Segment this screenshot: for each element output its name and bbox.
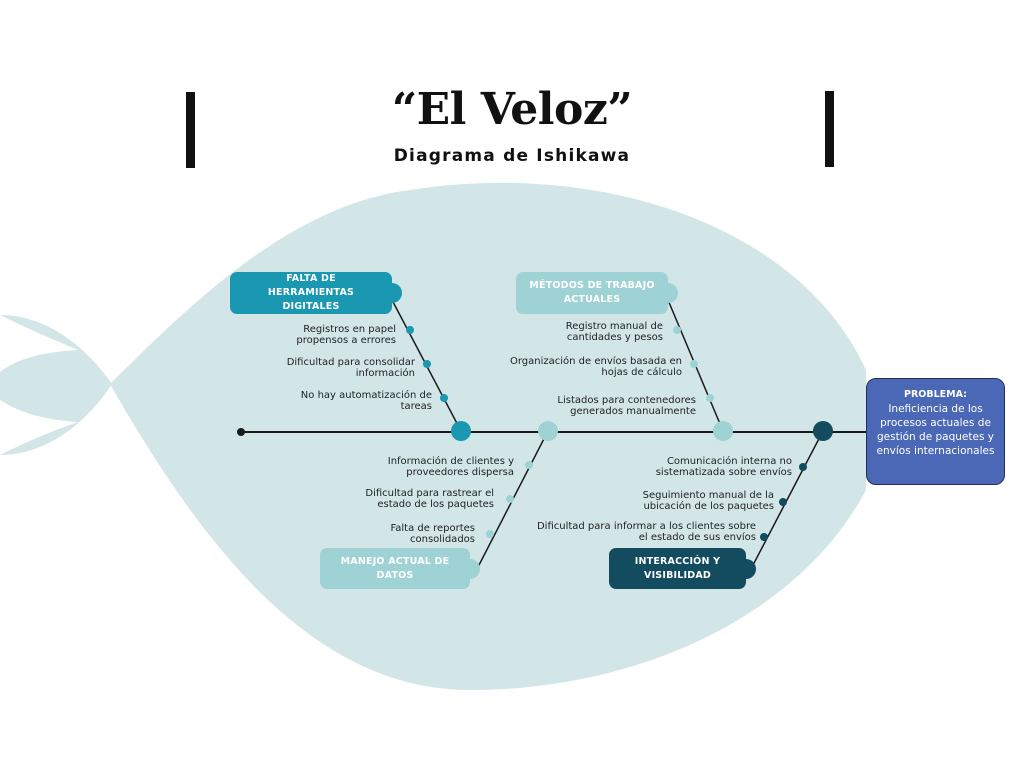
metodos-cause-dot [673,326,681,334]
cause-manejo-3: Falta de reportes consolidados [390,523,475,545]
category-nub [460,558,480,579]
problem-heading: PROBLEMA: [904,389,967,400]
interaccion-cause-dot [779,498,787,506]
category-nub [736,558,756,579]
interaccion-cause-dot [760,533,768,541]
manejo-cause-dot [525,461,533,469]
cause-falta-3: No hay automatización de tareas [300,390,432,412]
cause-metodos-2: Organización de envíos basada en hojas d… [509,356,682,378]
cause-metodos-1: Registro manual de cantidades y pesos [565,321,663,343]
manejo-cause-dot [506,495,514,503]
cause-manejo-2: Dificultad para rastrear el estado de lo… [365,488,494,510]
cause-metodos-3: Listados para contenedores generados man… [557,395,696,417]
falta-cause-dot [406,326,414,334]
cause-interaccion-2: Seguimiento manual de la ubicación de lo… [642,490,774,512]
interaccion-branch [751,430,824,568]
left-decor-bar [186,92,195,168]
falta-cause-dot [440,394,448,402]
interaccion-junction [813,421,833,441]
cause-interaccion-1: Comunicación interna no sistematizada so… [655,456,792,478]
category-manejo-datos: MANEJO ACTUAL DE DATOS [320,548,480,589]
manejo-cause-dot [486,530,494,538]
category-label: FALTA DE HERRAMIENTAS DIGITALES [267,273,355,312]
page-subtitle: Diagrama de Ishikawa [393,146,631,166]
cause-interaccion-3: Dificultad para informar a los clientes … [536,521,756,543]
category-falta-herramientas: FALTA DE HERRAMIENTAS DIGITALES [230,272,402,314]
right-decor-bar [825,91,834,167]
cause-manejo-1: Información de clientes y proveedores di… [387,456,514,478]
falta-junction [451,421,471,441]
category-interaccion-visibilidad: INTERACCIÓN Y VISIBILIDAD [609,548,756,589]
fish-body [110,182,866,690]
metodos-cause-dot [690,360,698,368]
spine-head-dot [237,428,245,436]
category-nub [382,283,402,303]
page-title: “El Veloz” [391,84,633,135]
metodos-junction [713,421,733,441]
fish-tail [0,315,112,455]
metodos-cause-dot [706,394,714,402]
falta-cause-dot [423,360,431,368]
category-nub [658,283,678,303]
manejo-junction [538,421,558,441]
problem-box: PROBLEMA: Ineficiencia de los procesos a… [866,378,1005,485]
cause-falta-2: Dificultad para consolidar información [286,357,415,379]
cause-falta-1: Registros en papel propensos a errores [296,324,396,346]
category-metodos-trabajo: MÉTODOS DE TRABAJO ACTUALES [516,272,678,314]
category-label: MÉTODOS DE TRABAJO ACTUALES [529,280,655,305]
category-label: INTERACCIÓN Y VISIBILIDAD [634,555,721,581]
interaccion-cause-dot [799,463,807,471]
problem-text: Ineficiencia de los procesos actuales de… [876,403,995,457]
category-label: MANEJO ACTUAL DE DATOS [340,555,450,581]
